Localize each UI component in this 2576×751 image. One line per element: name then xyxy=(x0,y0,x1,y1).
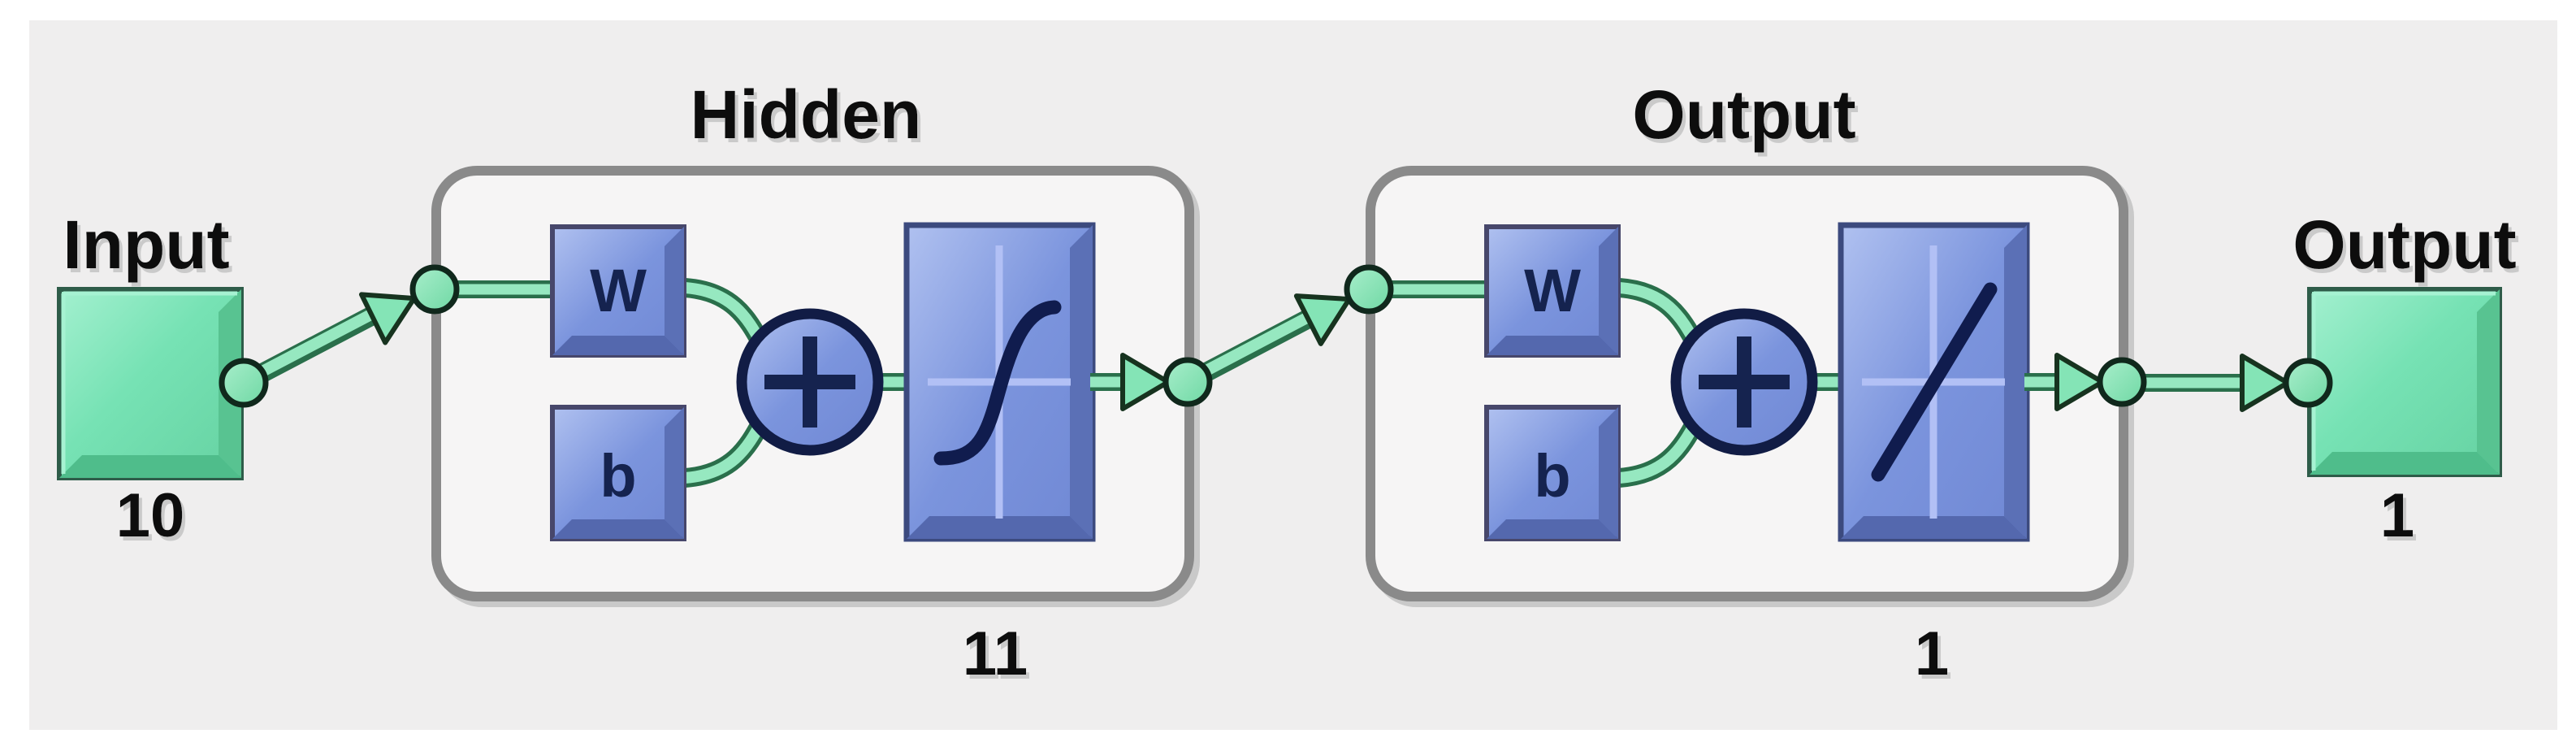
hidden-bias-label: b xyxy=(600,442,636,510)
output-exit-arrowhead-icon xyxy=(2054,353,2105,411)
hidden-bias-block: b xyxy=(550,405,686,541)
hidden-exit-port-circle xyxy=(1162,357,1213,407)
result-arrowhead-icon xyxy=(2240,354,2290,412)
output-block xyxy=(2307,287,2502,477)
output-exit-port-circle xyxy=(2097,357,2147,407)
hidden-to-output-connector xyxy=(1184,293,1352,390)
output-activation-block xyxy=(1838,222,2030,542)
hidden-activation-block xyxy=(903,222,1096,542)
input-square xyxy=(57,287,244,480)
output-bias-block: b xyxy=(1484,405,1621,541)
input-arrowhead-icon xyxy=(358,292,417,345)
output-weight-block: W xyxy=(1484,224,1621,358)
output-sum-icon xyxy=(1670,308,1818,456)
result-port-circle xyxy=(2283,358,2333,408)
hidden-layer-title: Hidden xyxy=(691,76,922,153)
output-square xyxy=(2307,287,2502,477)
output-neuron-count: 1 xyxy=(1915,619,1949,688)
output-dimension: 1 xyxy=(2380,481,2414,550)
layer-link-arrowhead-icon xyxy=(1293,293,1352,346)
hidden-sum-icon xyxy=(736,308,884,456)
input-block xyxy=(57,287,244,480)
hidden-weight-block: W xyxy=(550,224,686,358)
sigmoid-tansig-curve-icon xyxy=(933,300,1062,466)
output-to-result-connector xyxy=(2138,354,2290,412)
input-label: Input xyxy=(63,206,229,283)
output-bias-label: b xyxy=(1534,442,1570,510)
output-layer-box: W b xyxy=(1366,166,2128,601)
output-layer-title: Output xyxy=(1632,76,1855,153)
linear-purelin-line-icon xyxy=(1871,282,1998,482)
hidden-layer-box: W b xyxy=(431,166,1194,601)
output-block-label: Output xyxy=(2292,206,2516,283)
hidden-entry-port-circle xyxy=(409,264,460,315)
hidden-weight-label: W xyxy=(590,257,647,324)
output-entry-port-circle xyxy=(1344,264,1394,315)
hidden-exit-arrowhead-icon xyxy=(1120,353,1171,411)
input-dimension: 10 xyxy=(116,481,185,550)
output-weight-label: W xyxy=(1524,257,1581,324)
input-to-hidden-connector xyxy=(240,292,417,391)
hidden-neuron-count: 11 xyxy=(963,619,1028,688)
input-port-circle xyxy=(219,358,269,408)
